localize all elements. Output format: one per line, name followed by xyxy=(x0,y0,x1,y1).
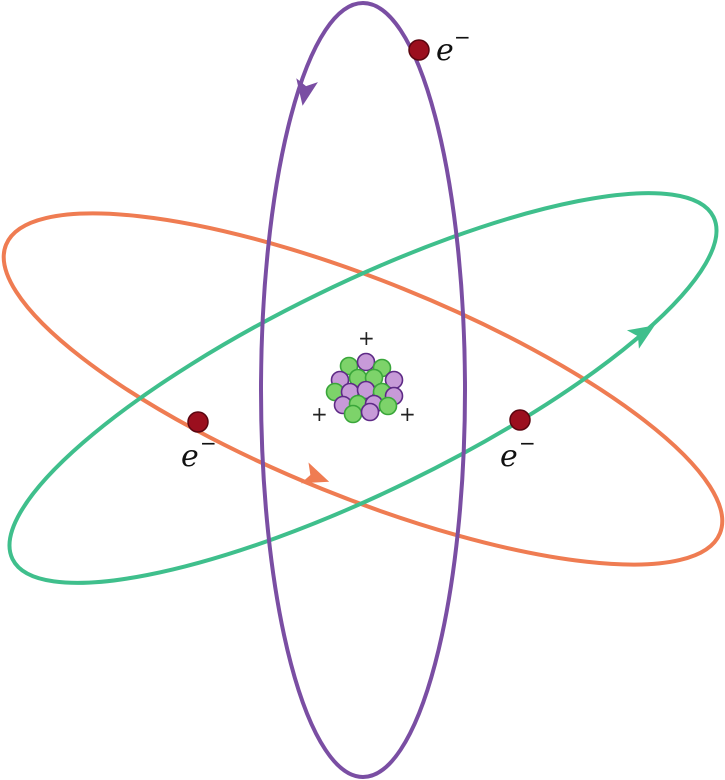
neutron xyxy=(343,404,363,424)
electron xyxy=(408,39,430,61)
orbit-purple xyxy=(259,1,467,779)
electron-label-right: e xyxy=(500,439,518,474)
electron xyxy=(509,409,531,431)
orbit-orange xyxy=(1,211,725,567)
electron-label-left: e xyxy=(181,439,199,474)
arrow-purple-icon xyxy=(296,78,318,106)
electron-charge-top: − xyxy=(454,25,471,49)
nucleus xyxy=(325,352,404,424)
proton xyxy=(356,352,376,372)
nucleus-charge-right: + xyxy=(399,402,416,426)
electron-label-top: e xyxy=(436,33,454,68)
electron xyxy=(187,411,209,433)
proton xyxy=(360,402,380,422)
electron-charge-right: − xyxy=(519,431,536,455)
neutron xyxy=(378,396,398,416)
arrow-orange-icon xyxy=(300,462,330,484)
nucleus-charge-left: + xyxy=(311,402,328,426)
arrow-green-icon xyxy=(626,325,655,349)
electron-charge-left: − xyxy=(200,431,217,455)
orbit-green xyxy=(7,191,719,585)
nucleus-charge-top: + xyxy=(358,326,375,350)
